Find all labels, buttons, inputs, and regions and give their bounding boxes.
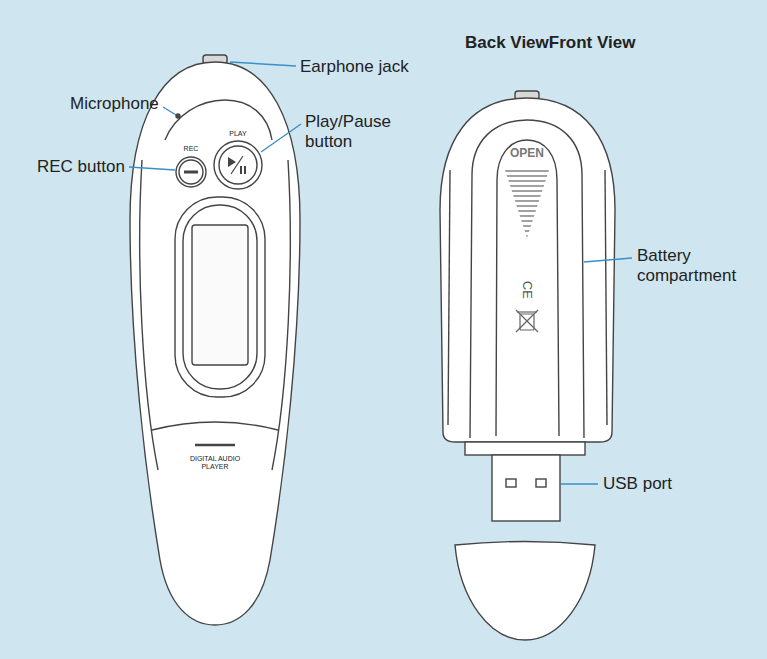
bin-symbol-part <box>517 311 537 312</box>
leader-lines-part <box>163 107 176 115</box>
back-device-part <box>492 455 560 521</box>
front-device-part <box>272 160 290 470</box>
front-device-part <box>192 225 248 365</box>
front-device-part <box>176 114 180 118</box>
part-label: Earphone jack <box>300 57 409 77</box>
leader-lines-part <box>261 124 301 152</box>
part-label: Battery compartment <box>637 246 749 287</box>
front-device-part <box>175 197 265 397</box>
part-label: Microphone <box>70 94 159 114</box>
front-device-part <box>183 205 257 389</box>
front-device-part <box>152 422 278 430</box>
front-device-part <box>240 166 242 174</box>
device-print: PLAY <box>221 130 255 138</box>
leader-lines-part <box>230 62 296 66</box>
bin-symbol <box>516 310 538 332</box>
back-device-part <box>455 542 595 641</box>
leader-lines-part <box>561 483 598 484</box>
front-device-part <box>176 157 206 187</box>
back-device <box>440 91 615 640</box>
front-device-part <box>165 100 272 140</box>
device-print: DIGITAL AUDIO PLAYER <box>186 455 244 470</box>
front-device-part <box>228 157 236 167</box>
leader-lines-part <box>129 167 175 170</box>
part-label: REC button <box>37 157 125 177</box>
front-device-part <box>214 141 262 189</box>
back-device-part <box>605 170 607 425</box>
bin-symbol-part <box>516 310 538 332</box>
back-device-part <box>496 140 559 436</box>
back-device-part <box>506 479 516 487</box>
part-label: Play/Pause button <box>305 112 397 153</box>
ce-mark: CE <box>519 275 535 305</box>
leader-lines <box>129 62 632 484</box>
front-device-part <box>179 160 203 184</box>
view-heading: Back ViewFront View <box>465 33 635 53</box>
back-device-part <box>448 170 450 425</box>
bin-symbol-part <box>516 310 538 332</box>
back-device-part <box>505 170 549 238</box>
back-device-part <box>440 98 615 442</box>
front-device-part <box>219 146 257 184</box>
front-device-part <box>231 156 243 174</box>
back-device-part <box>536 479 546 487</box>
front-device-part <box>195 444 235 447</box>
device-print: OPEN <box>502 146 552 160</box>
front-device-part <box>244 166 246 174</box>
front-device <box>130 55 300 625</box>
leader-lines-part <box>584 258 632 262</box>
back-device-part <box>470 120 584 438</box>
back-device-part <box>465 442 585 455</box>
front-device-part <box>140 160 158 470</box>
front-device-part <box>130 62 300 625</box>
part-label: USB port <box>603 474 672 494</box>
device-print: REC <box>176 145 206 153</box>
front-device-part <box>184 171 198 174</box>
